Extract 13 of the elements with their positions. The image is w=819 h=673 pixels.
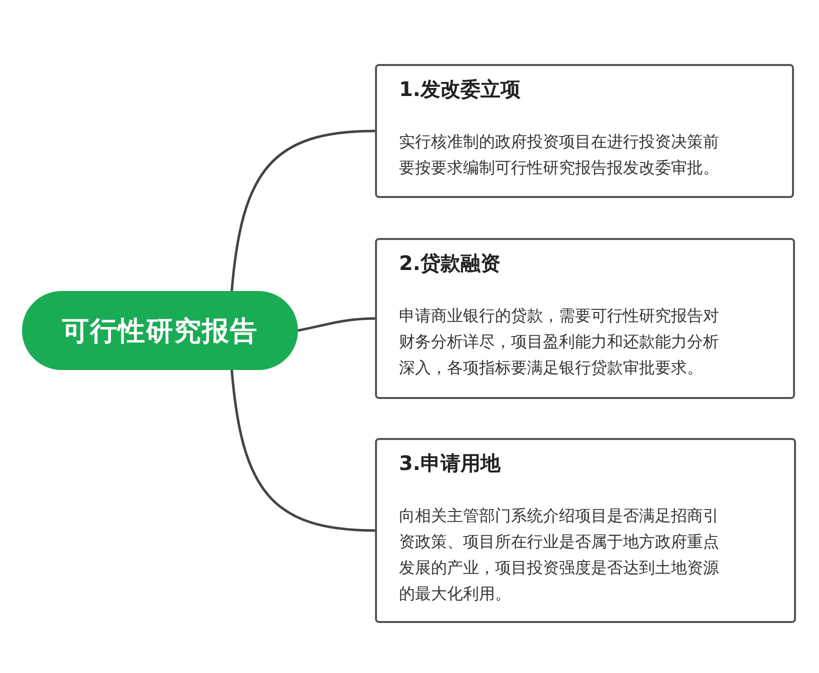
card-body-text: 申请商业银行的贷款，需要可行性研究报告对财务分析详尽，项目盈利能力和还款能力分析深入，各项指标要满足银行贷款审批要求。 (399, 305, 720, 379)
connector-line (230, 130, 376, 292)
card-body-text: 向相关主管部门系统介绍项目是否满足招商引资政策、项目所在行业是否属于地方政府重点发展的产业，项目投资强度是否达到土地资源的最大化利用。 (399, 505, 720, 605)
topic-pill: 可行性研究报告 (22, 291, 298, 370)
connector-line (298, 317, 376, 332)
card-body-text: 实行核准制的政府投资项目在进行投资决策前要按要求编制可行性研究报告报发改委审批。 (399, 131, 720, 179)
branch-card (375, 64, 794, 198)
card-heading: 2.贷款融资 (399, 250, 502, 277)
card-heading: 1.发改委立项 (399, 76, 522, 103)
card-heading: 3.申请用地 (399, 450, 502, 477)
branch-card (375, 438, 796, 623)
branch-card (375, 238, 795, 399)
connector-line (230, 370, 376, 532)
